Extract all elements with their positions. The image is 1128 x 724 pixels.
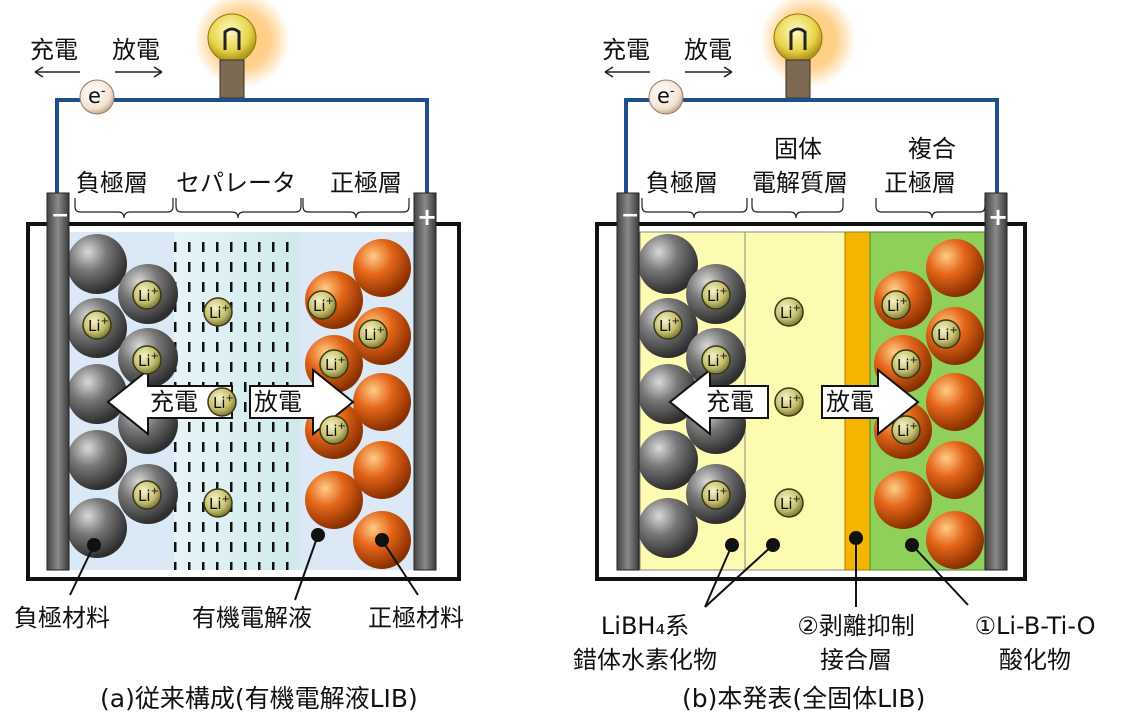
li-ion-icon: Li+ — [701, 480, 731, 510]
positive-electrode-right — [984, 192, 1008, 571]
solid-electrolyte-label-1: 固体 — [774, 135, 822, 163]
li-ion-icon: Li+ — [319, 349, 349, 379]
li-ion-icon: Li+ — [203, 488, 233, 518]
neg-brace — [74, 198, 174, 219]
external-wire — [55, 98, 429, 193]
neg-layer-label-right: 負極層 — [646, 169, 718, 197]
bulb-base — [219, 59, 245, 99]
callout-libh4-1: LiBH₄系 — [600, 612, 690, 640]
discharge-arrow-label-right: 放電 — [826, 388, 874, 416]
plus-sign-right: + — [988, 203, 1008, 231]
li-ion-icon: Li+ — [931, 319, 961, 349]
li-ion-icon: Li+ — [774, 297, 804, 327]
callout-line-pos — [381, 539, 419, 596]
composite-label-2: 正極層 — [884, 169, 956, 197]
callout-line-neg — [69, 544, 95, 596]
callout-bonding-1: ②剥離抑制 — [797, 612, 915, 640]
plus-sign: + — [417, 203, 437, 231]
electron-icon-right — [648, 79, 684, 115]
electron-label: e- — [88, 84, 106, 108]
left-panel — [26, 0, 461, 601]
negative-electrode — [46, 192, 70, 571]
caption-b: (b)本発表(全固体LIB) — [682, 684, 926, 713]
callout-negative-material: 負極材料 — [14, 604, 110, 632]
li-ion-icon: Li+ — [132, 345, 162, 375]
li-ion-icon: Li+ — [132, 280, 162, 310]
neg-layer-label: 負極層 — [76, 169, 148, 197]
caption-a: (a)従来構成(有機電解液LIB) — [100, 684, 418, 713]
discharge-label: 放電 — [112, 36, 160, 64]
li-ions: Li+ Li+ Li+ Li+ Li+ Li+ Li+ Li+ Li+ Li+ Li+ Li+ Li+ L… — [82, 280, 961, 518]
li-ion-icon: Li+ — [881, 290, 911, 320]
li-ion-icon: Li+ — [358, 319, 388, 349]
li-ion-icon: Li+ — [319, 415, 349, 445]
callout-positive-material: 正極材料 — [368, 604, 464, 632]
callout-line-electrolyte — [294, 534, 319, 601]
li-ion-icon: Li+ — [701, 280, 731, 310]
minus-sign-right: − — [621, 203, 639, 228]
li-ion-icon: Li+ — [307, 290, 337, 320]
callout-organic-electrolyte: 有機電解液 — [192, 604, 312, 632]
filament-icon-right — [789, 27, 807, 50]
separator-label: セパレータ — [176, 169, 296, 197]
charge-arrow-label: 充電 — [150, 388, 198, 416]
charge-label: 充電 — [30, 36, 78, 64]
discharge-arrow-label: 放電 — [254, 388, 302, 416]
li-ion-icon: Li+ — [774, 387, 804, 417]
positive-electrode — [413, 192, 437, 571]
charge-arrow-label-right: 充電 — [706, 388, 754, 416]
bulb-icon-right — [773, 13, 823, 63]
discharge-arrow-right — [821, 367, 920, 437]
composite-label-1: 複合 — [908, 135, 956, 163]
callout-oxide-1: ①Li-B-Ti-O — [974, 612, 1096, 640]
pos-layer-label: 正極層 — [330, 169, 402, 197]
li-ion-icon: Li+ — [207, 387, 237, 417]
filament-icon — [223, 27, 241, 50]
li-ion-icon: Li+ — [132, 480, 162, 510]
external-wire-right — [624, 98, 999, 193]
pos-brace — [302, 198, 410, 219]
li-ion-icon: Li+ — [203, 297, 233, 327]
negative-electrode-right — [616, 192, 640, 571]
electron-icon — [79, 79, 115, 115]
sep-brace — [175, 198, 302, 219]
callout-oxide-2: 酸化物 — [999, 646, 1071, 674]
li-ion-icon: Li+ — [891, 415, 921, 445]
bulb-icon — [207, 13, 257, 63]
callout-libh4-2: 錯体水素化物 — [573, 646, 717, 674]
solid-electrolyte-label-2: 電解質層 — [752, 169, 848, 197]
li-ion-icon: Li+ — [701, 345, 731, 375]
charge-label-right: 充電 — [602, 36, 650, 64]
minus-sign: − — [51, 203, 69, 228]
li-ion-icon: Li+ — [653, 310, 683, 340]
li-ion-icon: Li+ — [891, 349, 921, 379]
li-ion-icon: Li+ — [774, 488, 804, 518]
electron-label-right: e- — [657, 84, 675, 108]
callout-bonding-2: 接合層 — [820, 646, 892, 674]
li-ion-icon: Li+ — [82, 310, 112, 340]
discharge-label-right: 放電 — [684, 36, 732, 64]
